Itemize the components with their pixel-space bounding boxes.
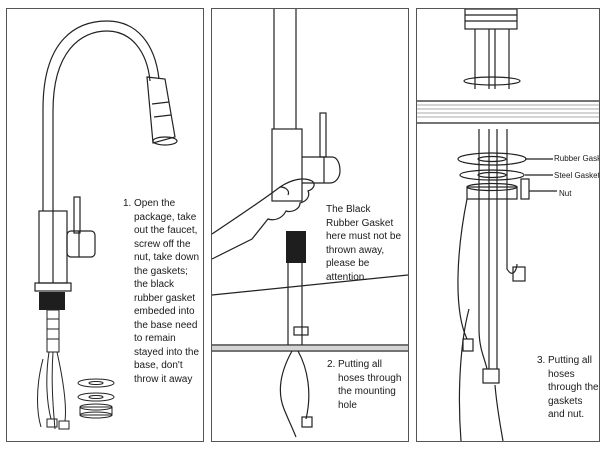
step3-instruction: 3. Putting all hoses through the gaskets… <box>537 354 599 422</box>
rubber-gasket-label: Rubber Gaske <box>554 154 599 163</box>
step3-number: 3. <box>537 355 546 366</box>
step3-panel: Rubber Gaske Steel Gasket Nut 3. Putting… <box>416 8 600 442</box>
black-rubber-gasket <box>39 292 65 310</box>
step2-panel: The Black Rubber Gasket here must not be… <box>211 8 409 442</box>
step2-note: The Black Rubber Gasket here must not be… <box>326 204 402 283</box>
step1-instruction: 1. Open the package, take out the faucet… <box>123 197 203 386</box>
faucet-illustration <box>34 20 178 430</box>
steel-gasket-label: Steel Gasket <box>554 171 600 180</box>
hose-installation-illustration <box>212 9 408 438</box>
gasket-assembly-illustration <box>417 9 599 441</box>
step2-number: 2. <box>327 359 336 370</box>
nut-label: Nut <box>559 189 572 198</box>
step2-text: Putting all hoses through the mounting h… <box>338 359 402 411</box>
black-rubber-gasket <box>286 231 306 263</box>
step2-instruction: 2. Putting all hoses through the mountin… <box>327 358 405 412</box>
step3-text: Putting all hoses through the gaskets an… <box>548 355 599 420</box>
step1-panel: 1. Open the package, take out the faucet… <box>6 8 204 442</box>
step1-number: 1. <box>123 198 132 209</box>
step1-text: Open the package, take out the faucet, s… <box>134 198 200 385</box>
